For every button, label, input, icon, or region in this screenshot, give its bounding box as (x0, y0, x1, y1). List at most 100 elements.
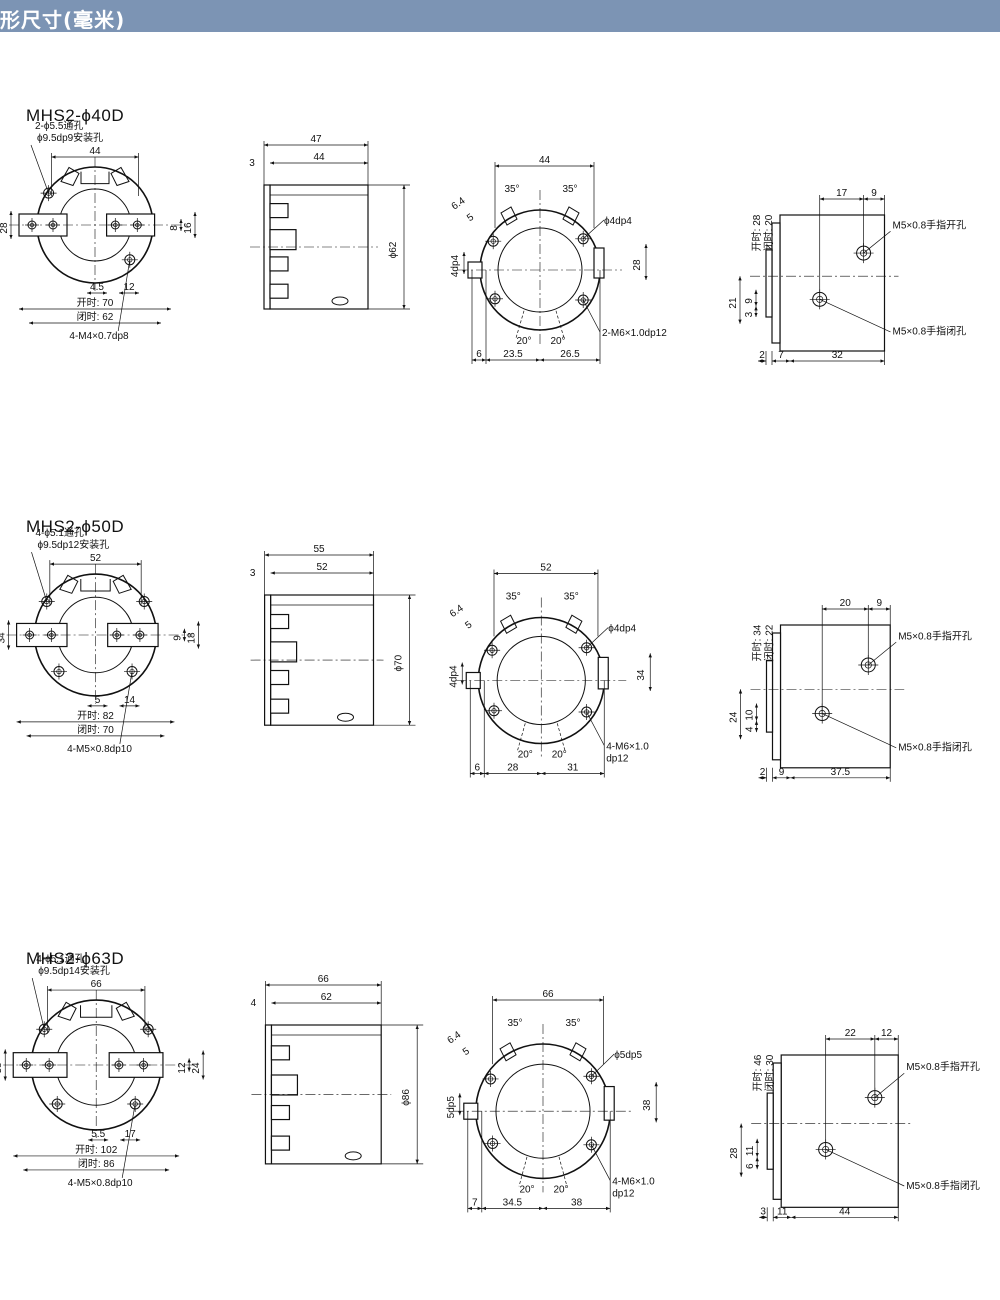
dimension-label: 32 (832, 350, 844, 361)
leader-line (874, 1073, 905, 1098)
hidden-line (515, 310, 525, 339)
slot (115, 1001, 136, 1021)
dimension-label: 7 (778, 350, 784, 361)
dimension-label: 44 (839, 1206, 851, 1217)
hole-note: 4-ϕ5.1通孔 (36, 527, 84, 539)
dimension-label: 66 (318, 974, 330, 985)
dimension-label: 34 (636, 669, 647, 681)
dimension-label: 3 (250, 568, 256, 579)
dimension-label: 5 (463, 619, 474, 631)
dimension-label: 2 (759, 350, 765, 361)
jaw (765, 248, 773, 318)
port-note: M5×0.8手指开孔 (898, 629, 972, 642)
dimension-label: 9 (779, 767, 785, 778)
leader-line (586, 627, 609, 648)
dimension-label: 6 (476, 349, 482, 360)
dimension-label: 26.5 (560, 349, 580, 360)
model-title-40d: MHS2-ϕ40D (26, 106, 125, 125)
dimension-label: 闭时: 62 (77, 310, 114, 323)
dimension-label: 开时: 102 (75, 1144, 118, 1156)
dimension-label: 闭时: 20 (762, 214, 775, 251)
dimension-label: 28 (729, 1147, 740, 1159)
hole-note: 2-ϕ5.5通孔 (35, 120, 83, 132)
dimension-label: 22 (845, 1028, 857, 1039)
port-icon (344, 1151, 362, 1161)
tap-note: dp12 (612, 1188, 635, 1199)
dimension-label: 20° (518, 750, 533, 761)
dimension-label: 47 (310, 134, 322, 145)
dimension-label: 10 (745, 709, 756, 721)
dimension-label: 4.5 (90, 282, 104, 293)
dimension-label: 4dp4 (448, 665, 459, 688)
dimension-label: 35° (504, 184, 519, 195)
pin-note: ϕ5dp5 (614, 1050, 642, 1061)
dimension-label: 20° (516, 336, 531, 347)
slot (500, 206, 518, 226)
dimension-label: 34.5 (503, 1197, 523, 1208)
dimension-label: 14 (124, 695, 136, 706)
port-icon (337, 712, 354, 722)
dimension-label: 20° (550, 336, 565, 347)
dimension-label: 闭时: 70 (77, 723, 114, 736)
dimension-label: 开时: 28 (751, 214, 763, 251)
hole-note: 4-ϕ5.1通孔 (36, 953, 84, 965)
hole-note: ϕ9.5dp14安装孔 (38, 964, 110, 977)
tap-note: 4-M5×0.8dp10 (67, 744, 132, 755)
tap-note: 2-M6×1.0dp12 (602, 328, 667, 339)
slot (499, 614, 518, 634)
leader-line (117, 259, 131, 332)
dimension-label: 9 (871, 188, 877, 199)
slot (565, 614, 583, 634)
section-header-bar: 形尺寸(毫米) (0, 0, 1000, 32)
dimension-label: 6.4 (448, 603, 466, 620)
dimension-label: 38 (571, 1197, 583, 1208)
dimension-label: 28 (507, 763, 519, 774)
dimension-label: 开时: 34 (752, 624, 764, 661)
lug (603, 1085, 615, 1121)
dimension-label: 6.4 (446, 1029, 464, 1046)
body-outline (780, 1054, 899, 1208)
model-title-50d: MHS2-ϕ50D (26, 517, 125, 536)
dimension-label: 38 (0, 1062, 4, 1074)
port-icon (331, 296, 349, 306)
dimension-label: 35° (564, 592, 579, 603)
dimension-label: 开时: 46 (752, 1054, 764, 1091)
dimension-label: 38 (642, 1099, 653, 1111)
lug (593, 247, 605, 279)
hole-note: ϕ9.5dp9安装孔 (37, 131, 103, 144)
dimension-label: 11 (777, 1206, 788, 1217)
dimension-label: 12 (123, 282, 135, 293)
dimension-label: 9 (876, 598, 882, 609)
leader-line (121, 1103, 136, 1179)
dimension-label: 55 (313, 544, 325, 555)
port-note: M5×0.8手指开孔 (893, 219, 967, 232)
dimension-label: 18 (186, 632, 197, 644)
dimension-label: 52 (540, 563, 552, 574)
dimension-label: 31 (567, 763, 579, 774)
dimension-label: 5.5 (91, 1129, 105, 1140)
dimension-label: 6 (474, 763, 480, 774)
dimension-label: 12 (177, 1062, 188, 1074)
dimension-label: 4 (745, 726, 756, 732)
port-note: M5×0.8手指开孔 (906, 1060, 980, 1073)
leader-line (591, 1053, 615, 1077)
dimension-label: 52 (90, 553, 102, 564)
dimension-label: 7 (472, 1197, 478, 1208)
dimension-label: 3 (249, 158, 255, 169)
dimension-label: 52 (316, 562, 328, 573)
slot (499, 1042, 517, 1062)
tap-note: 4-M6×1.0 (606, 742, 649, 753)
dimension-label: 4 (251, 998, 257, 1009)
dimension-label: 66 (91, 979, 103, 990)
slot (57, 1001, 77, 1021)
dimension-label: 17 (836, 188, 848, 199)
jaw (270, 1074, 299, 1096)
lug (597, 656, 609, 690)
dimension-label: 闭时: 30 (763, 1054, 776, 1091)
dimension-label: 35° (565, 1018, 580, 1029)
dimension-label: 20 (840, 598, 852, 609)
